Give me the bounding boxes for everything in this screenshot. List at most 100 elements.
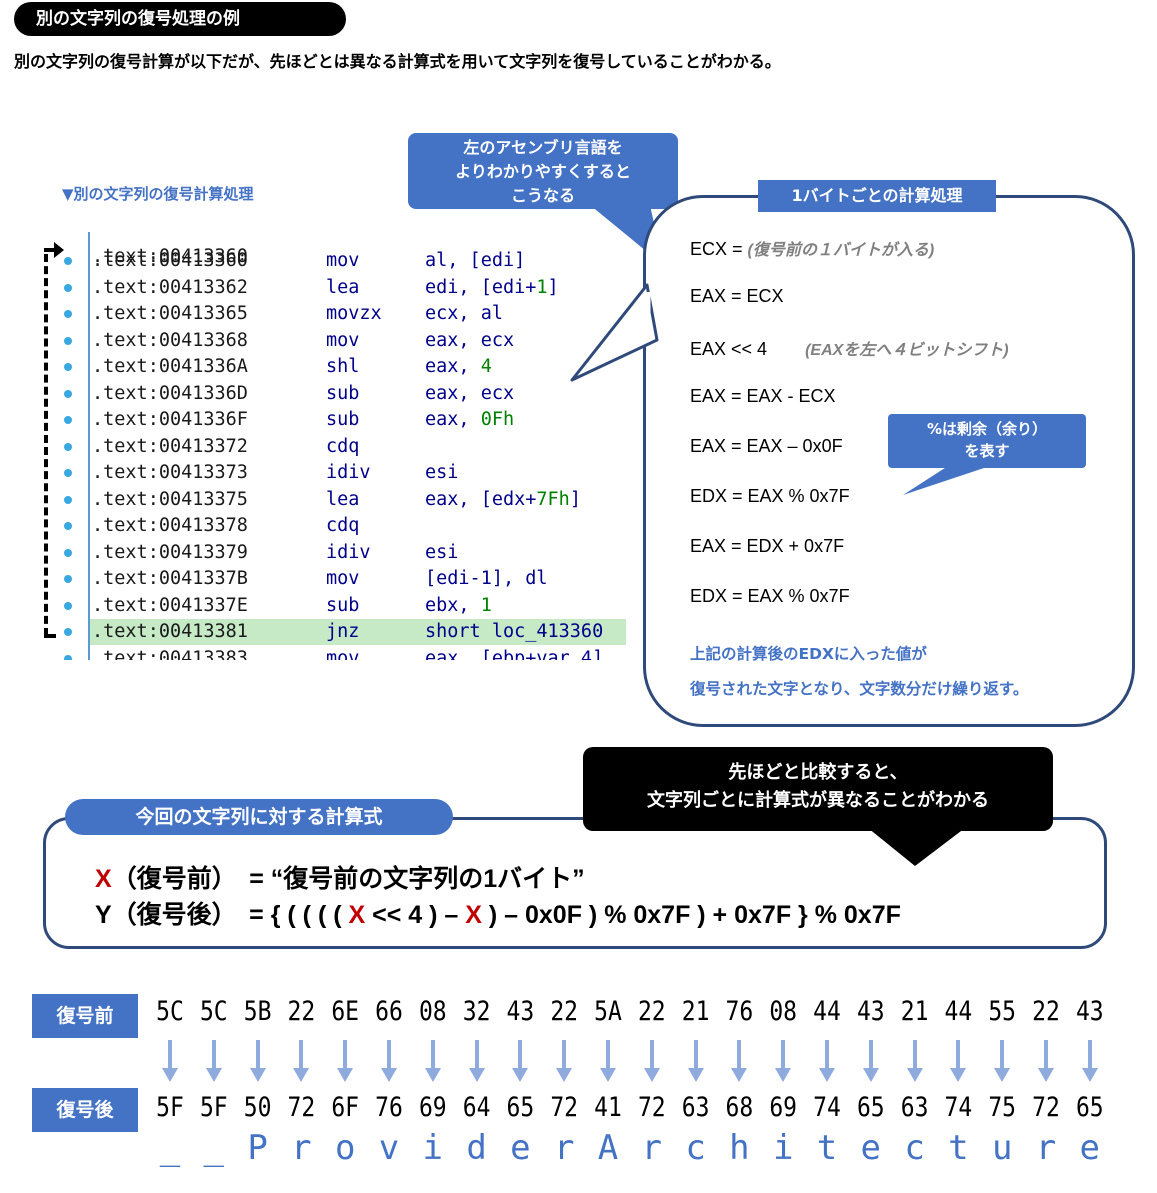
asm-address: .text:00413378 [92, 515, 248, 536]
asm-operand-text: esi [425, 541, 459, 563]
calc-footer-line1: 上記の計算後のEDXに入った値が [690, 645, 927, 663]
byte-before: 21 [900, 997, 929, 1027]
breakpoint-dot-icon[interactable] [64, 522, 72, 530]
breakpoint-dot-icon[interactable] [64, 442, 72, 451]
down-arrow-icon [279, 1040, 323, 1084]
calc-step-expression: ECX = [690, 239, 748, 259]
asm-operands: eax, [edx+7Fh] [425, 487, 581, 513]
asm-operands: eax, ecx [425, 328, 514, 354]
asm-operand-number: 7Fh [536, 488, 570, 510]
after-label: 復号後 [32, 1088, 138, 1132]
down-arrow-icon [805, 1040, 849, 1084]
byte-before: 44 [944, 997, 973, 1027]
asm-mnemonic: mov [326, 647, 360, 661]
formula-box-title: 今回の文字列に対する計算式 [65, 799, 453, 835]
asm-address: .text:00413373 [92, 462, 248, 483]
byte-before: 22 [1032, 997, 1060, 1027]
asm-operands: esi [425, 460, 458, 486]
breakpoint-dot-icon[interactable] [64, 363, 72, 371]
formula-x-symbol: X [95, 865, 112, 893]
down-arrow-icon [849, 1040, 893, 1084]
asm-address: .text:0041336F [92, 409, 248, 430]
asm-mnemonic: cdq [326, 435, 360, 457]
down-arrow-icon [980, 1040, 1024, 1084]
decoded-char: c [685, 1128, 706, 1168]
breakpoint-dot-icon[interactable] [64, 548, 72, 557]
calc-step: EAX = EAX - ECX [690, 386, 836, 407]
asm-mnemonic: mov [326, 568, 360, 589]
callout-compare: 先ほどと比較すると、 文字列ごとに計算式が異なることがわかる [583, 747, 1053, 831]
formula-y-end: ) – 0x0F ) % 0x7F ) + 0x7F } % 0x7F [481, 901, 901, 929]
byte-after: 65 [506, 1093, 535, 1123]
calc-step-expression: EAX << 4 [690, 339, 768, 359]
breakpoint-dot-icon[interactable] [64, 628, 72, 636]
breakpoint-dot-icon[interactable] [64, 575, 72, 583]
asm-operand-text: ecx, al [425, 303, 503, 324]
formula-y-x1: X [348, 901, 366, 929]
asm-operand-text: short loc_413360 [425, 621, 604, 642]
down-arrow-icon [936, 1040, 980, 1084]
formula-y-head: Y（復号後） = { ( ( ( ( [95, 901, 349, 929]
byte-after: 65 [856, 1093, 885, 1123]
asm-operand-number: 4 [480, 356, 492, 377]
formula-y-mid: << 4 ) – [365, 901, 466, 929]
byte-after: 74 [944, 1093, 973, 1123]
down-arrow-icon [1068, 1040, 1112, 1084]
callout-simplify: 左のアセンブリ言語を よりわかりやすくすると こうなる [408, 133, 678, 209]
byte-before: 22 [637, 997, 666, 1027]
asm-address: .text:0041337E [92, 594, 248, 616]
asm-address: .text:00413365 [92, 303, 248, 324]
byte-after: 72 [287, 1093, 316, 1123]
calc-step-note: (復号前の１バイトが入る) [747, 242, 935, 259]
breakpoint-dot-icon[interactable] [64, 389, 72, 398]
breakpoint-dot-icon[interactable] [64, 495, 72, 504]
asm-operands: eax, 0Fh [425, 407, 514, 433]
calc-step-expression: EDX = EAX % 0x7F [690, 486, 850, 506]
formula-x: X（復号前） = “復号前の文字列の1バイト” [95, 859, 585, 895]
jump-arrow-bottom [44, 634, 56, 638]
asm-address: .text:00413362 [92, 276, 248, 298]
decoded-char: e [510, 1128, 531, 1168]
asm-operands: eax, ecx [425, 381, 514, 407]
down-arrow-icon [586, 1040, 630, 1084]
asm-mnemonic: jnz [326, 621, 360, 642]
byte-before: 5C [199, 997, 228, 1027]
callout-line: %は剰余（余り） [926, 420, 1048, 438]
breakpoint-dot-icon[interactable] [64, 310, 72, 318]
page-title: 別の文字列の復号処理の例 [14, 2, 346, 36]
calc-step: EAX = EAX – 0x0F [690, 436, 843, 457]
byte-after: 6F [331, 1093, 360, 1123]
breakpoint-dot-icon[interactable] [64, 416, 72, 424]
asm-mnemonic: sub [326, 594, 360, 616]
down-arrow-icon [323, 1040, 367, 1084]
byte-after: 64 [462, 1093, 491, 1123]
asm-operand-text: edi, [edi+ [425, 276, 537, 298]
down-arrow-icon [674, 1040, 718, 1084]
calc-box-title: 1バイトごとの計算処理 [758, 180, 996, 212]
breakpoint-dot-icon[interactable] [64, 601, 72, 610]
breakpoint-dot-icon[interactable] [64, 257, 72, 265]
down-arrow-icon [455, 1040, 499, 1084]
breakpoint-dot-icon[interactable] [64, 336, 72, 345]
byte-after: 65 [1075, 1093, 1104, 1123]
asm-address: .text:00413379 [92, 541, 248, 563]
breakpoint-dot-icon[interactable] [64, 283, 72, 292]
breakpoint-dot-icon[interactable] [64, 469, 72, 477]
breakpoint-dot-icon[interactable] [64, 654, 72, 660]
